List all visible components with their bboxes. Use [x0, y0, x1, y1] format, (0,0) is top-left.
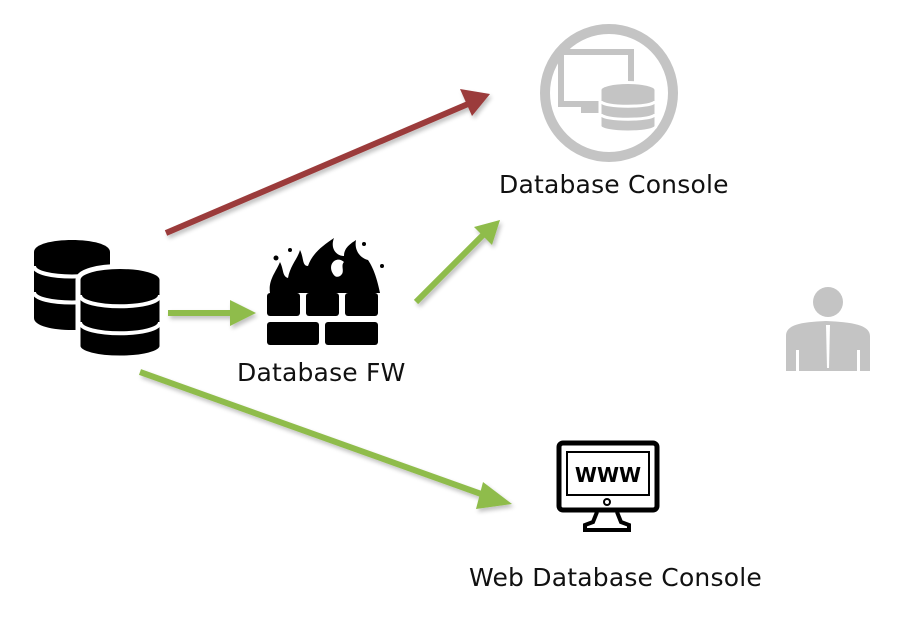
- database-fw-label: Database FW: [237, 358, 406, 387]
- database-cylinder-front: [75, 264, 165, 361]
- firewall-icon[interactable]: [267, 238, 384, 345]
- www-monitor-icon[interactable]: WWW: [556, 440, 660, 532]
- database-glyph: [598, 81, 658, 134]
- brick: [325, 322, 378, 345]
- database-stack-icon[interactable]: [32, 240, 165, 361]
- www-text: WWW: [575, 463, 641, 487]
- brick: [267, 293, 300, 316]
- database-console-icon[interactable]: [540, 24, 678, 162]
- monitor-glyph: [558, 49, 634, 107]
- arrow-databases-to-database-console: [164, 89, 490, 236]
- arrows: [138, 89, 512, 509]
- brick: [306, 293, 339, 316]
- user-head: [813, 287, 843, 317]
- brick: [345, 293, 378, 316]
- flame-shape: [269, 238, 380, 293]
- database-console-label: Database Console: [499, 170, 729, 199]
- brick: [267, 322, 319, 345]
- arrow-database-fw-to-database-console: [413, 220, 500, 305]
- arrow-databases-to-database-fw: [168, 300, 256, 326]
- arrow-databases-to-web-database-console: [138, 369, 512, 509]
- web-database-console-label: Web Database Console: [469, 563, 762, 592]
- console-ring: [540, 24, 678, 162]
- user-icon[interactable]: [786, 287, 870, 371]
